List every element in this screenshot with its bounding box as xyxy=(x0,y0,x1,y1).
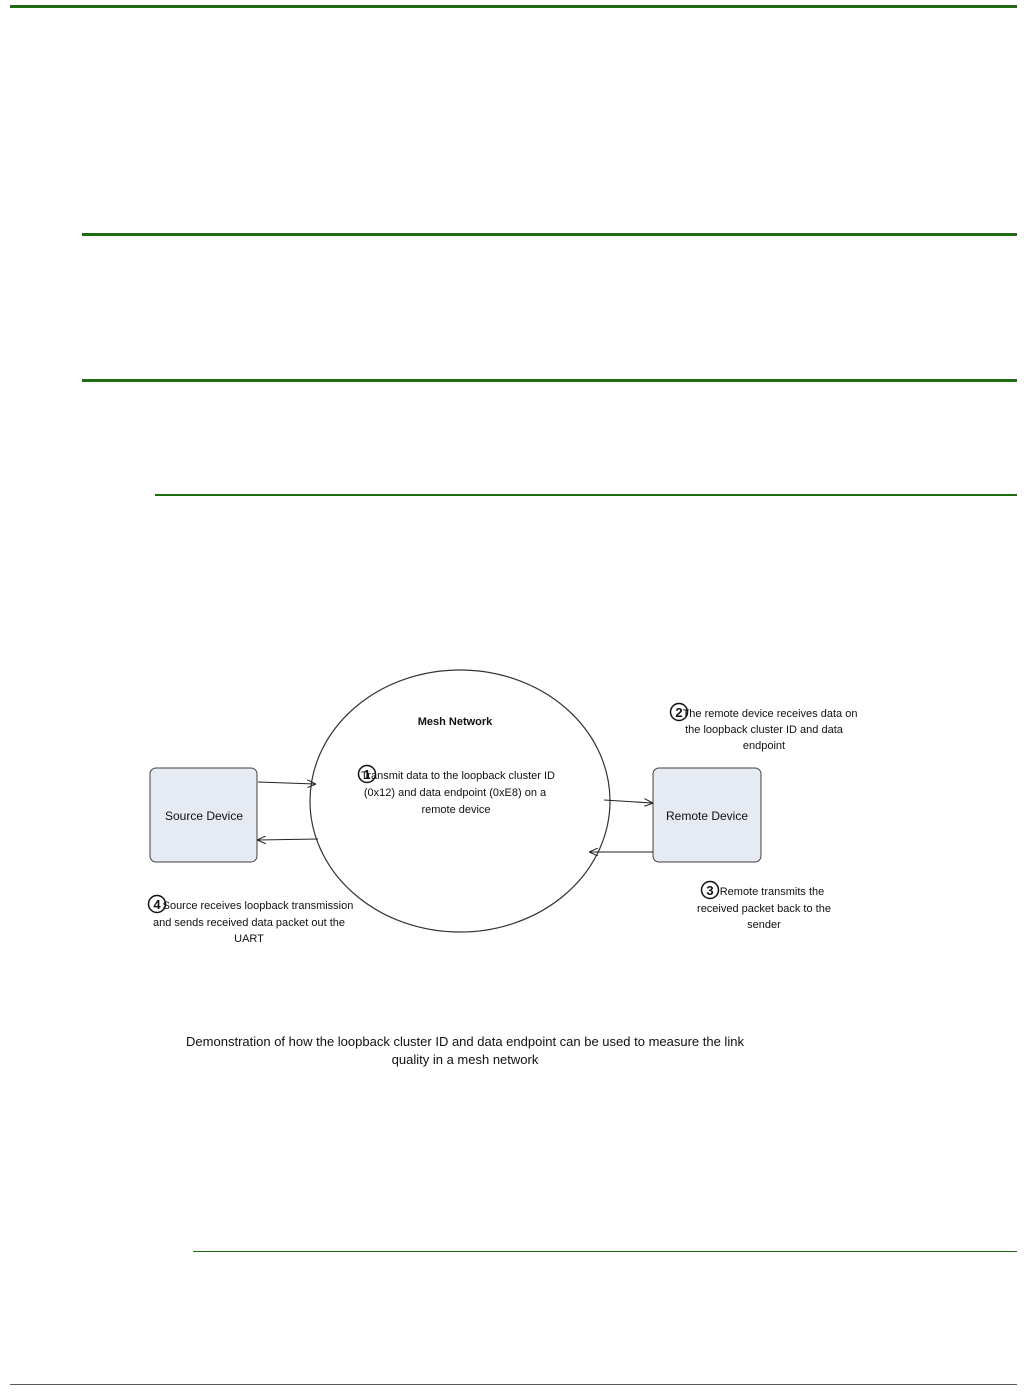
step-2-text-line: endpoint xyxy=(743,740,785,752)
subsection-rule xyxy=(155,494,1017,496)
step-3-badge-icon xyxy=(700,880,720,900)
arrow-mesh-to-source xyxy=(258,839,319,840)
step-2-text-line: The remote device receives data on xyxy=(683,708,858,720)
section-rule xyxy=(82,233,1017,236)
step-2-badge-icon xyxy=(669,702,689,722)
source-device-label: Source Device xyxy=(165,809,243,823)
step-4-text-line: Source receives loopback transmission xyxy=(163,900,354,912)
mesh-network-ellipse xyxy=(309,669,611,933)
footer-rule xyxy=(10,1384,1017,1385)
step-2-text-line: the loopback cluster ID and data xyxy=(685,724,844,736)
step-2-number: 2 xyxy=(675,705,682,720)
step-1-text-line: (0x12) and data endpoint (0xE8) on a xyxy=(364,787,547,799)
source-device-box xyxy=(149,767,258,863)
top-rule xyxy=(10,5,1017,8)
step-1-badge-icon xyxy=(357,764,377,784)
caption-line: quality in a mesh network xyxy=(391,1052,539,1067)
remote-device-box xyxy=(652,767,762,863)
arrow-source-to-mesh xyxy=(257,782,315,784)
arrow-mesh-to-remote xyxy=(603,800,652,803)
step-1-text-line: Transmit data to the loopback cluster ID xyxy=(361,770,555,782)
step-3-number: 3 xyxy=(706,883,713,898)
step-3-text-line: Remote transmits the xyxy=(720,886,825,898)
figure-caption: Demonstration of how the loopback cluste… xyxy=(165,1033,765,1069)
step-4-number: 4 xyxy=(153,897,161,912)
step-3-text-line: sender xyxy=(747,919,781,931)
step-4-badge-icon xyxy=(147,894,167,914)
loopback-diagram: Mesh Network Source Device Remote Device… xyxy=(147,669,858,945)
remote-device-label: Remote Device xyxy=(666,809,748,823)
step-3-text-line: received packet back to the xyxy=(697,903,831,915)
section-rule xyxy=(82,379,1017,382)
mesh-network-label: Mesh Network xyxy=(418,716,493,728)
step-4-text-line: and sends received data packet out the xyxy=(153,917,345,929)
caption-line: Demonstration of how the loopback cluste… xyxy=(186,1034,744,1049)
step-1-number: 1 xyxy=(363,767,370,782)
step-4-text-line: UART xyxy=(234,933,264,945)
step-1-text-line: remote device xyxy=(421,804,490,816)
subsection-rule xyxy=(193,1251,1017,1252)
